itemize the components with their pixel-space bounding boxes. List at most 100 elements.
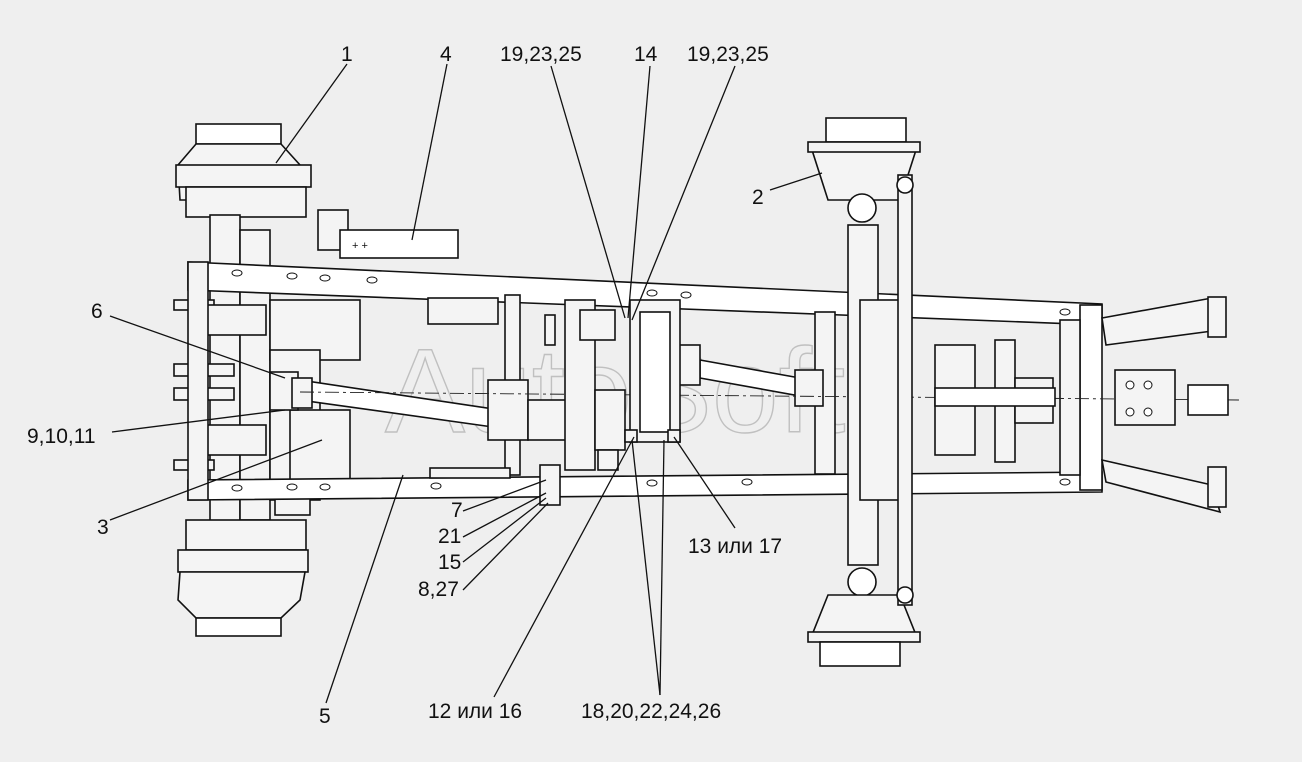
frame-hole [680, 291, 692, 299]
leader-8 [462, 502, 549, 591]
hitch-lower-arm [1100, 458, 1222, 514]
frame-hole [319, 274, 331, 282]
leader-3 [109, 439, 323, 521]
hitch-bolt [1143, 380, 1153, 390]
callout-19-23-25-right: 19,23,25 [687, 43, 769, 66]
leader-21 [462, 492, 547, 538]
callout-12-or-16: 12 или 16 [428, 700, 522, 723]
lower-bolt-right [667, 429, 681, 443]
frame-hole [286, 272, 298, 280]
leader-18a [631, 439, 661, 696]
callout-9-10-11: 9,10,11 [27, 425, 96, 448]
callout-13-or-17: 13 или 17 [688, 535, 782, 558]
frame-hole [646, 289, 658, 297]
leader-4 [411, 63, 448, 241]
front-lower-band [807, 631, 921, 643]
callout-5: 5 [319, 705, 331, 728]
frame-hole [231, 484, 243, 492]
hitch-bolt [1125, 407, 1135, 417]
frame-holes [231, 269, 1071, 492]
leader-9 [111, 409, 286, 433]
rear-spring-pad-upper [205, 304, 267, 336]
rear-upper-hub-cap [195, 123, 282, 145]
callout-21: 21 [438, 525, 461, 548]
steering-tie-rod [897, 174, 913, 606]
transfer-case [539, 299, 681, 506]
front-axle [807, 117, 921, 667]
rear-lower-wheel-reducer [177, 571, 306, 619]
battery-box: + + [339, 229, 459, 259]
frame-hole [741, 478, 753, 486]
rear-lower-reducer-band [177, 549, 309, 573]
frame-hole [366, 276, 378, 284]
front-upper-kingpin [847, 193, 877, 223]
callout-3: 3 [97, 516, 109, 539]
rear-upper-reducer-band [175, 164, 312, 188]
battery-box-body [339, 229, 459, 259]
callout-8-27: 8,27 [418, 578, 459, 601]
transfer-upper-lever [579, 309, 616, 341]
leader-6 [109, 315, 286, 379]
leader-14 [627, 65, 651, 319]
leader-15 [462, 497, 547, 563]
leader-lines [109, 63, 823, 704]
frame-side-plate-upper [427, 297, 499, 325]
callout-labels: 1 4 19,23,25 14 19,23,25 2 6 9,10,11 3 7… [27, 43, 782, 728]
front-cardan-joint-front [794, 369, 824, 407]
hitch-upper-arm [1101, 297, 1221, 346]
frame-hole [286, 483, 298, 491]
tie-rod-lower-end [896, 586, 914, 604]
frame-hole [319, 483, 331, 491]
hitch-bolt [1125, 380, 1135, 390]
frame-hole [1059, 478, 1071, 486]
frame-hole [430, 482, 442, 490]
rear-lower-hub-cap [195, 617, 282, 637]
hitch-center-block [1114, 369, 1176, 426]
transfer-case-cover [639, 311, 671, 433]
leader-19a [550, 65, 626, 319]
leader-18b [659, 439, 665, 696]
leader-7 [462, 479, 547, 512]
front-hitch [934, 296, 1229, 514]
leader-2 [769, 172, 823, 191]
tie-rod-upper-end [896, 176, 914, 194]
front-upper-band [807, 141, 921, 153]
rear-upper-reducer-base [185, 186, 307, 218]
lower-bolt-left [624, 429, 638, 443]
front-lower-hub-cap [819, 641, 901, 667]
front-upper-hub-cap [825, 117, 907, 143]
callout-18-20-22-24-26: 18,20,22,24,26 [581, 700, 721, 723]
transfer-control-rod [594, 389, 626, 451]
callout-14: 14 [634, 43, 658, 66]
upper-spring [544, 314, 556, 346]
frame-front-crossmember [1079, 304, 1103, 491]
callout-19-23-25-left: 19,23,25 [500, 43, 582, 66]
leader-13 [673, 436, 736, 529]
frame-hole [231, 269, 243, 277]
frame-rear-crossmember [187, 261, 209, 501]
intermediate-support [487, 379, 529, 441]
rear-differential-cover [289, 409, 351, 481]
rear-cardan-joint [291, 377, 313, 409]
hitch-lower-pin [1207, 466, 1227, 508]
hitch-upper-pin [1207, 296, 1227, 338]
rear-spring-pad-lower [205, 424, 267, 456]
front-piston-rod [934, 387, 1056, 407]
leader-5 [325, 474, 404, 704]
hitch-coupler [1187, 384, 1229, 416]
leader-1 [275, 63, 348, 164]
callout-1: 1 [341, 43, 353, 66]
longitudinal-centerline [299, 391, 1241, 401]
frame-hole [1059, 308, 1071, 316]
callout-7: 7 [451, 499, 463, 522]
frame-front-plate [1059, 319, 1081, 476]
frame-hole [646, 479, 658, 487]
battery-plus-mark: + + [352, 240, 368, 252]
front-axle-center [859, 299, 901, 501]
callout-4: 4 [440, 43, 452, 66]
frame-side-plate-lower [429, 467, 511, 479]
hitch-bolt [1143, 407, 1153, 417]
rear-lower-reducer-base [185, 519, 307, 551]
callout-6: 6 [91, 300, 103, 323]
callout-2: 2 [752, 186, 764, 209]
